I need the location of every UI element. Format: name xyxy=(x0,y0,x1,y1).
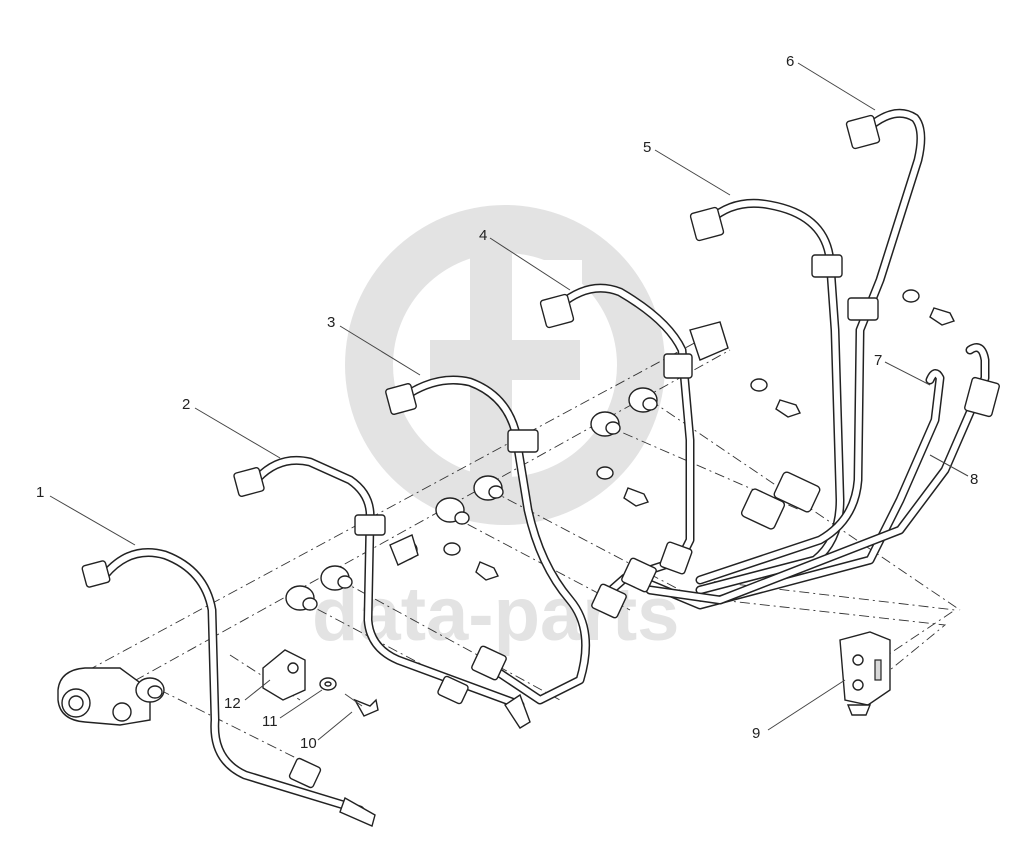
callout-9: 9 xyxy=(752,725,760,742)
callout-3: 3 xyxy=(327,314,335,331)
bracket-9 xyxy=(839,631,891,716)
callout-6: 6 xyxy=(786,53,794,70)
callout-10: 10 xyxy=(300,735,317,752)
injection-pipe-2 xyxy=(233,455,531,729)
callout-numbers: 1 2 3 4 5 6 7 8 9 10 11 12 xyxy=(36,53,978,752)
callout-7: 7 xyxy=(874,352,882,369)
watermark-logo xyxy=(345,205,665,525)
leader-lines xyxy=(49,62,969,741)
injection-pipe-4 xyxy=(539,283,695,619)
injection-pipe-5 xyxy=(689,198,845,595)
callout-8: 8 xyxy=(970,471,978,488)
callout-1: 1 xyxy=(36,484,44,501)
injection-pipes-7-8 xyxy=(621,343,1000,610)
washer-11 xyxy=(319,677,337,691)
injection-pipe-6 xyxy=(695,108,926,585)
injection-pump-body xyxy=(57,339,731,726)
callout-2: 2 xyxy=(182,396,190,413)
washers-bolts xyxy=(389,289,955,581)
clamp-12 xyxy=(262,649,306,701)
injection-pipe-1 xyxy=(81,548,376,827)
callout-11: 11 xyxy=(262,713,278,730)
injection-pipe-3 xyxy=(385,375,591,705)
callout-12: 12 xyxy=(224,695,241,712)
callout-4: 4 xyxy=(479,227,487,244)
callout-5: 5 xyxy=(643,139,651,156)
bolt-10 xyxy=(344,693,379,717)
